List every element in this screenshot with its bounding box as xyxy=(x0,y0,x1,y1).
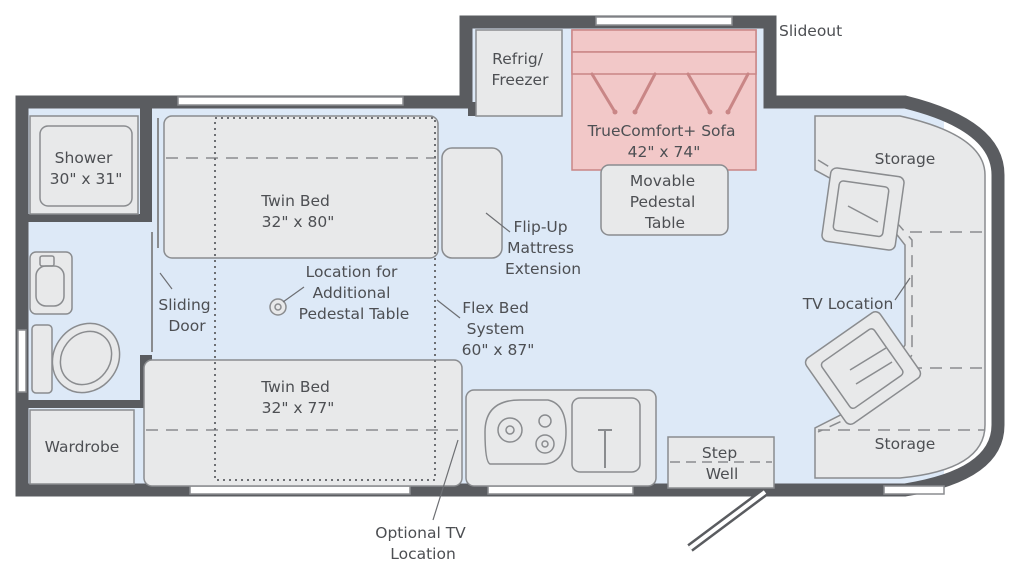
step-well xyxy=(667,436,775,489)
sliding-door-label: Sliding Door xyxy=(158,296,215,335)
flip-up-extension xyxy=(441,147,503,259)
twin-bed-top xyxy=(163,115,439,259)
flex-bed-label: Flex Bed System 60" x 87" xyxy=(462,299,535,359)
shower-label: Shower 30" x 31" xyxy=(50,149,123,188)
entry-door xyxy=(687,488,768,552)
toilet xyxy=(31,322,121,394)
shower-basin xyxy=(39,125,133,207)
window-top-left xyxy=(177,96,404,106)
twin-bed-bottom-label: Twin Bed 32" x 77" xyxy=(260,378,335,417)
slideout-label: Slideout xyxy=(779,22,842,40)
twin-bed-bottom xyxy=(143,359,463,487)
window-slideout xyxy=(595,16,733,26)
tv-location-label: TV Location xyxy=(802,295,894,313)
sofa-label: TrueComfort+ Sofa 42" x 74" xyxy=(587,122,741,161)
cab-storage xyxy=(814,115,986,479)
window-bottom-kitchen xyxy=(487,485,634,495)
pedestal-location-label: Location for Additional Pedestal Table xyxy=(299,263,410,323)
bathroom-sink xyxy=(29,251,73,315)
refrig-label: Refrig/ Freezer xyxy=(492,50,550,89)
window-bottom-left xyxy=(189,485,411,495)
kitchen-sink xyxy=(571,397,641,473)
cab-seat-top xyxy=(821,167,905,251)
flex-bed-outline xyxy=(214,117,436,481)
storage-top-label: Storage xyxy=(875,150,936,168)
cab-seat-bottom xyxy=(804,311,922,425)
wardrobe-label: Wardrobe xyxy=(45,438,120,456)
window-bathroom xyxy=(17,329,27,393)
refrigerator xyxy=(475,29,563,117)
wardrobe xyxy=(29,409,135,485)
window-bottom-right xyxy=(883,485,945,495)
step-well-label: Step Well xyxy=(702,444,742,483)
sliding-door xyxy=(151,118,159,352)
exterior-walls xyxy=(15,15,1005,497)
leader-lines xyxy=(159,212,911,521)
flip-up-label: Flip-Up Mattress Extension xyxy=(505,218,581,278)
optional-tv-label: Optional TV Location xyxy=(375,524,470,563)
pedestal-table-label: Movable Pedestal Table xyxy=(630,172,701,232)
pedestal-location-marker xyxy=(269,298,287,316)
cooktop xyxy=(484,399,567,465)
sofa xyxy=(571,29,757,171)
twin-bed-top-label: Twin Bed 32" x 80" xyxy=(260,192,335,231)
pedestal-table xyxy=(600,164,729,236)
storage-bottom-label: Storage xyxy=(875,435,936,453)
